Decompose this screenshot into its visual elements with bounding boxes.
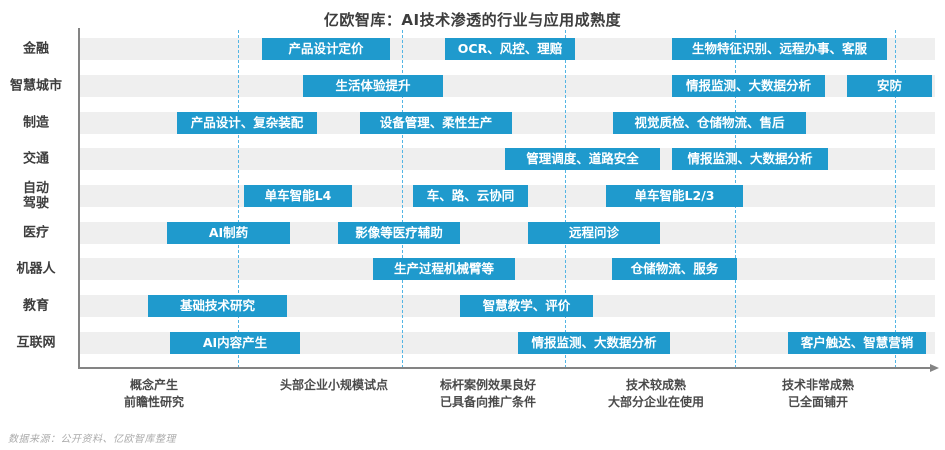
item-box-7-1: 智慧教学、评价 xyxy=(460,295,593,317)
industry-label-3: 交通 xyxy=(22,151,49,167)
stage-divider-line-0 xyxy=(238,30,239,368)
item-box-5-0: AI制药 xyxy=(167,222,290,244)
source-note: 数据来源：公开资料、亿欧智库整理 xyxy=(8,434,176,445)
item-box-4-1: 车、路、云协同 xyxy=(413,185,528,207)
stage-divider-line-2 xyxy=(565,30,566,368)
item-box-6-1: 仓储物流、服务 xyxy=(612,258,737,280)
stage-divider-line-1 xyxy=(402,30,403,368)
x-axis-line xyxy=(78,367,931,369)
industry-label-1: 智慧城市 xyxy=(9,78,62,94)
industry-label-5: 医疗 xyxy=(22,225,49,241)
item-box-2-0: 产品设计、复杂装配 xyxy=(177,112,317,134)
stage-label-2: 标杆案例效果良好已具备向推广条件 xyxy=(439,378,537,409)
stage-label-3: 技术较成熟大部分企业在使用 xyxy=(607,378,705,409)
y-axis-line xyxy=(78,28,80,369)
item-box-3-1: 情报监测、大数据分析 xyxy=(672,148,828,170)
item-box-8-0: AI内容产生 xyxy=(170,332,300,354)
item-box-0-0: 产品设计定价 xyxy=(262,38,390,60)
industry-label-2: 制造 xyxy=(22,115,49,131)
industry-label-7: 教育 xyxy=(22,298,49,314)
industry-label-0: 金融 xyxy=(22,41,49,57)
item-box-3-0: 管理调度、道路安全 xyxy=(505,148,660,170)
item-box-6-0: 生产过程机械臂等 xyxy=(373,258,515,280)
stage-label-1: 头部企业小规模试点 xyxy=(279,378,389,392)
industry-label-8: 互联网 xyxy=(16,335,56,351)
industry-label-6: 机器人 xyxy=(16,261,56,277)
stage-divider-line-4 xyxy=(895,30,896,368)
item-box-2-1: 设备管理、柔性生产 xyxy=(360,112,512,134)
stage-label-4: 技术非常成熟已全面铺开 xyxy=(781,378,855,409)
item-box-1-1: 情报监测、大数据分析 xyxy=(672,75,825,97)
row-stripe-5 xyxy=(79,222,935,244)
item-box-1-2: 安防 xyxy=(847,75,932,97)
item-box-5-2: 远程问诊 xyxy=(528,222,660,244)
stage-label-0: 概念产生前瞻性研究 xyxy=(123,378,185,409)
item-box-0-1: OCR、风控、理赔 xyxy=(445,38,575,60)
item-box-4-2: 单车智能L2/3 xyxy=(606,185,743,207)
item-box-4-0: 单车智能L4 xyxy=(244,185,352,207)
item-box-8-2: 客户触达、智慧营销 xyxy=(788,332,926,354)
chart-title: 亿欧智库：AI技术渗透的行业与应用成熟度 xyxy=(323,11,622,29)
item-box-1-0: 生活体验提升 xyxy=(303,75,443,97)
item-box-2-2: 视觉质检、仓储物流、售后 xyxy=(613,112,806,134)
item-box-0-2: 生物特征识别、远程办事、客服 xyxy=(672,38,887,60)
item-box-5-1: 影像等医疗辅助 xyxy=(338,222,460,244)
item-box-7-0: 基础技术研究 xyxy=(148,295,287,317)
x-axis-arrow-icon xyxy=(930,363,939,372)
industry-label-4: 自动驾驶 xyxy=(22,181,49,211)
item-box-8-1: 情报监测、大数据分析 xyxy=(518,332,670,354)
